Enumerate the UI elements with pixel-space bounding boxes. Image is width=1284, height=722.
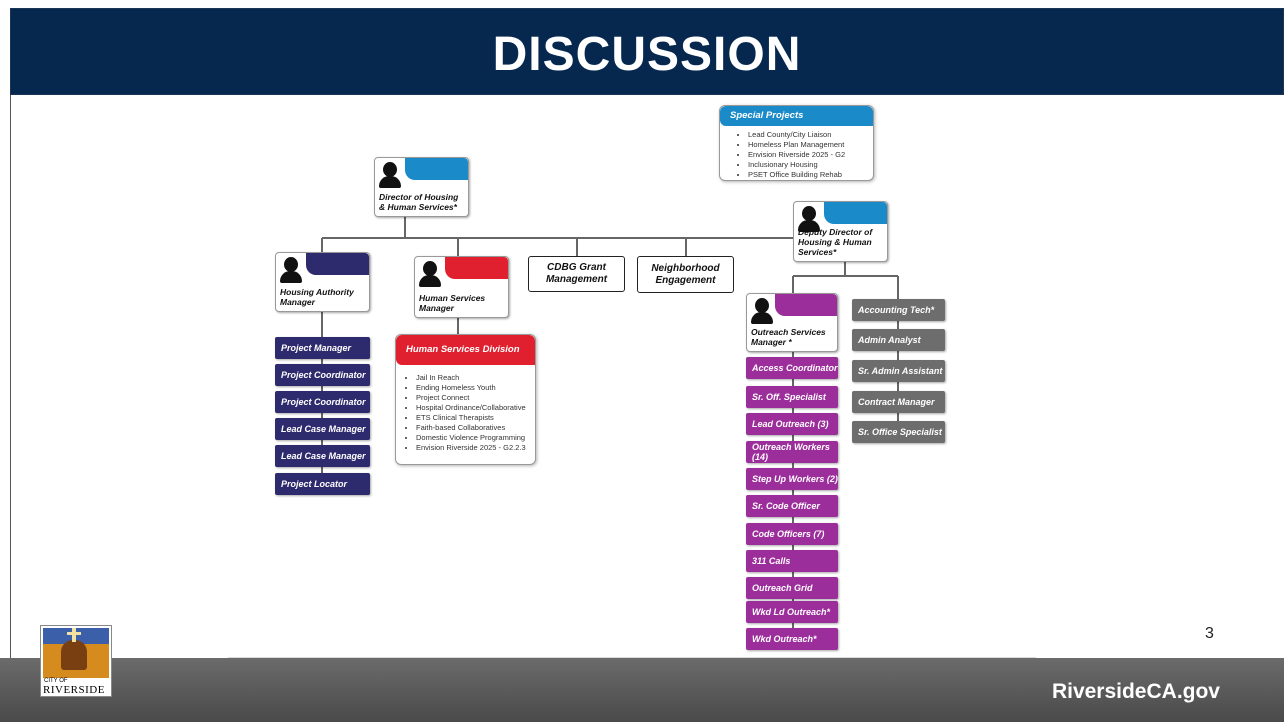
- housing-staff-item: Project Manager: [275, 337, 370, 359]
- outreach-staff-item: Step Up Workers (2): [746, 468, 838, 490]
- director-card: Director of Housing & Human Services*: [374, 157, 469, 217]
- special-project-item: Lead County/City Liaison: [748, 130, 845, 140]
- human-services-title: Human Services Manager: [419, 293, 486, 313]
- outreach-staff-item: 311 Calls: [746, 550, 838, 572]
- person-icon: [280, 257, 302, 285]
- human-services-division-title: Human Services Division: [396, 335, 535, 365]
- division-item: Domestic Violence Programming: [416, 433, 526, 443]
- outreach-manager-title: Outreach Services Manager *: [751, 327, 826, 347]
- admin-staff-item: Sr. Admin Assistant: [852, 360, 945, 382]
- division-item: Faith-based Collaboratives: [416, 423, 526, 433]
- outreach-staff-item: Outreach Grid: [746, 577, 838, 599]
- city-logo: CITY OF RIVERSIDE: [40, 625, 112, 697]
- slide-footer: [0, 658, 1284, 722]
- outreach-staff-item: Lead Outreach (3): [746, 413, 838, 435]
- outreach-staff-item: Code Officers (7): [746, 523, 838, 545]
- cdbg-box: CDBG Grant Management: [528, 256, 625, 292]
- special-project-item: Envision Riverside 2025 - G2: [748, 150, 845, 160]
- special-projects-panel: Special Projects Lead County/City Liaiso…: [719, 105, 874, 181]
- division-item: Project Connect: [416, 393, 526, 403]
- outreach-staff-item: Outreach Workers (14): [746, 441, 838, 463]
- left-border: [10, 95, 11, 660]
- housing-authority-card: Housing Authority Manager: [275, 252, 370, 312]
- person-icon: [379, 162, 401, 190]
- website-label: RiversideCA.gov: [1051, 680, 1220, 703]
- director-title: Director of Housing & Human Services*: [379, 192, 459, 212]
- admin-staff-item: Contract Manager: [852, 391, 945, 413]
- neighborhood-title: Neighborhood Engagement: [651, 262, 720, 286]
- person-icon: [798, 206, 820, 234]
- cdbg-title: CDBG Grant Management: [545, 262, 608, 285]
- human-services-division-panel: Human Services Division Jail In Reach En…: [395, 334, 536, 465]
- logo-city-of: CITY OF: [44, 678, 68, 684]
- special-projects-title: Special Projects: [720, 106, 873, 126]
- division-item: Hospital Ordinance/Collaborative: [416, 403, 526, 413]
- bell-icon: [61, 640, 87, 670]
- housing-authority-title: Housing Authority Manager: [280, 287, 354, 307]
- deputy-director-title: Deputy Director of Housing & Human Servi…: [798, 227, 873, 257]
- human-services-card: Human Services Manager: [414, 256, 509, 318]
- person-icon: [751, 298, 773, 326]
- special-project-item: PSET Office Building Rehab: [748, 170, 845, 180]
- housing-authority-tab: [306, 253, 369, 275]
- neighborhood-box: Neighborhood Engagement: [637, 256, 734, 293]
- director-tab: [405, 158, 468, 180]
- slide-title: DISCUSSION: [492, 28, 802, 81]
- housing-staff-item: Project Coordinator: [275, 364, 370, 386]
- deputy-director-card: Deputy Director of Housing & Human Servi…: [793, 201, 888, 262]
- page-number: 3: [1205, 625, 1214, 642]
- outreach-staff-item: Wkd Outreach*: [746, 628, 838, 650]
- special-project-item: Homeless Plan Management: [748, 140, 845, 150]
- division-item: Ending Homeless Youth: [416, 383, 526, 393]
- cross-icon: [72, 628, 76, 642]
- division-item: Jail In Reach: [416, 373, 526, 383]
- housing-staff-item: Project Locator: [275, 473, 370, 495]
- deputy-tab: [824, 202, 887, 224]
- logo-riverside: RIVERSIDE: [43, 684, 105, 696]
- slide-header: DISCUSSION: [10, 8, 1284, 95]
- human-services-tab: [445, 257, 508, 279]
- outreach-staff-item: Access Coordinator: [746, 357, 838, 379]
- outreach-manager-card: Outreach Services Manager *: [746, 293, 838, 352]
- person-icon: [419, 261, 441, 289]
- division-item: ETS Clinical Therapists: [416, 413, 526, 423]
- admin-staff-item: Accounting Tech*: [852, 299, 945, 321]
- housing-staff-item: Project Coordinator: [275, 391, 370, 413]
- admin-staff-item: Sr. Office Specialist: [852, 421, 945, 443]
- housing-staff-item: Lead Case Manager: [275, 418, 370, 440]
- outreach-staff-item: Sr. Code Officer: [746, 495, 838, 517]
- special-project-item: Inclusionary Housing: [748, 160, 845, 170]
- outreach-staff-item: Sr. Off. Specialist: [746, 386, 838, 408]
- admin-staff-item: Admin Analyst: [852, 329, 945, 351]
- housing-staff-item: Lead Case Manager: [275, 445, 370, 467]
- outreach-staff-item: Wkd Ld Outreach*: [746, 601, 838, 623]
- outreach-tab: [775, 294, 837, 316]
- division-item: Envision Riverside 2025 - G2.2.3: [416, 443, 526, 453]
